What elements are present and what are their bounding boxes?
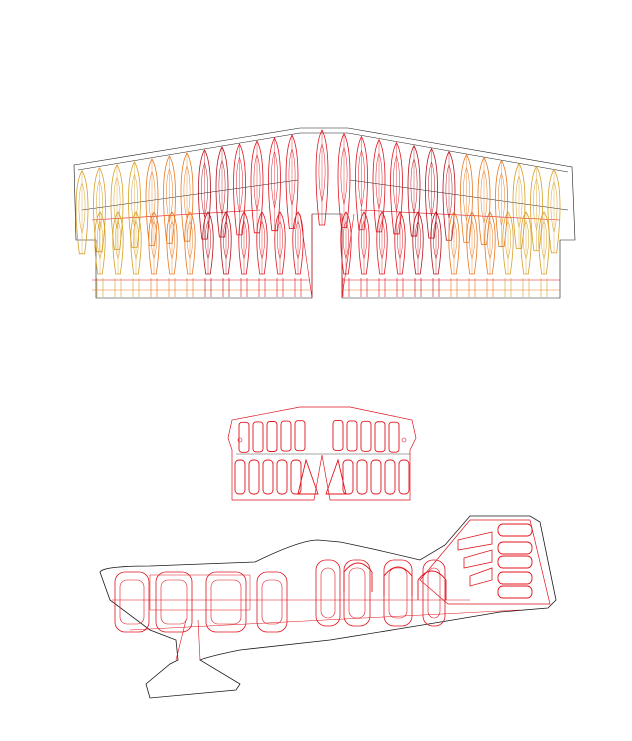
- stab-upper-cell-3: [280, 420, 292, 452]
- fin-cell-left-1: [463, 549, 493, 569]
- fuselage-former-inner-4: [320, 567, 336, 619]
- stab-upper-cell-4: [294, 420, 306, 452]
- fuselage-former-0: [114, 571, 150, 633]
- fuselage-former-inner-6: [388, 567, 408, 619]
- stab-lower-cell-2: [262, 459, 274, 495]
- fin-cell-right-1: [497, 541, 533, 555]
- fuselage-former-inner-3: [261, 579, 283, 625]
- stab-lower-cell-1: [248, 459, 260, 495]
- stab-lower-cell-5: [342, 459, 354, 495]
- stab-upper-cell-7: [360, 420, 372, 452]
- fuselage-longerons: [112, 599, 521, 631]
- stab-hinge-right: [401, 437, 407, 443]
- fuselage-former-4: [315, 559, 341, 627]
- fuselage-former-7: [422, 559, 446, 627]
- fuselage-former-inner-2: [210, 579, 242, 625]
- fin-cell-right-4: [497, 585, 533, 599]
- fin-cell-right-3: [497, 571, 533, 585]
- fuselage-former-3: [256, 571, 288, 633]
- stab-lower-cell-7: [370, 459, 382, 495]
- fin-cell-right-2: [497, 555, 533, 569]
- stab-upper-cell-5: [332, 420, 344, 451]
- fuselage-former-inner-5: [348, 567, 366, 619]
- stab-lower-cell-4: [290, 459, 302, 495]
- canopy-arch-0: [343, 562, 373, 592]
- stab-upper-cell-0: [238, 421, 250, 453]
- fuselage-former-inner-7: [427, 567, 441, 619]
- stab-lower-cell-8: [384, 459, 396, 495]
- fuselage-former-1: [155, 571, 193, 633]
- fin-cell-right-0: [497, 523, 533, 537]
- stab-upper-cell-9: [388, 421, 400, 453]
- horizontal-stabilizer-view: [227, 406, 417, 501]
- stab-outline: [227, 406, 417, 501]
- fin-cell-left-2: [469, 567, 493, 587]
- wing-centre-section: [299, 213, 355, 299]
- canopy-arch-2: [417, 570, 447, 600]
- landing-gear-mount: [175, 619, 201, 661]
- fin-frame: [419, 519, 551, 605]
- canopy-arch-1: [383, 566, 413, 596]
- stab-upper-cell-6: [346, 420, 358, 452]
- fin-cell-left-0: [457, 531, 493, 551]
- stab-upper-cell-8: [374, 421, 386, 453]
- stab-centre-cells: [297, 458, 347, 495]
- fuselage-outline: [99, 515, 557, 699]
- fuselage-side-view: [99, 515, 557, 699]
- wing-upper-spar: [91, 209, 561, 221]
- fuselage-former-5: [343, 559, 371, 627]
- stab-lower-cell-0: [234, 459, 246, 495]
- firewall-box: [149, 574, 251, 611]
- stab-lower-cell-9: [398, 459, 410, 495]
- wing-plan-view: [73, 127, 576, 299]
- fuselage-former-inner-1: [160, 579, 188, 625]
- wing-leading-edge-line: [77, 132, 569, 173]
- fuselage-former-inner-0: [119, 579, 145, 625]
- stab-lower-cell-3: [276, 459, 288, 495]
- stab-lower-cell-6: [356, 459, 368, 495]
- stab-upper-cell-2: [266, 421, 278, 452]
- stab-upper-cell-1: [252, 421, 264, 453]
- stab-hinge-left: [237, 437, 243, 443]
- fuselage-former-2: [205, 571, 247, 633]
